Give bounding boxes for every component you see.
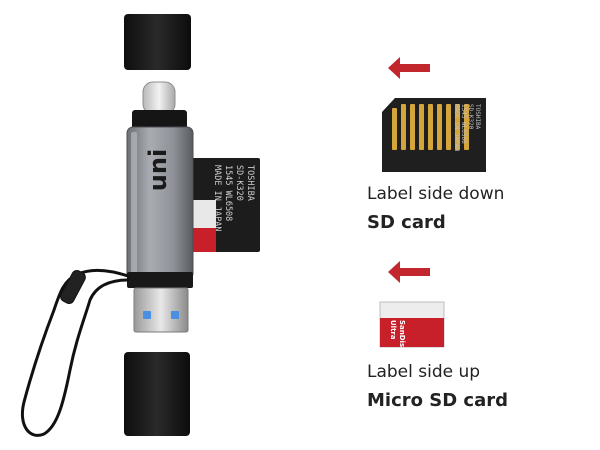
sd-label-line: SD-K320 [467,104,474,130]
usb-blue-pin [143,311,151,319]
lanyard-strap [21,268,130,437]
sd-print-line: TOSHIBA [245,165,255,201]
brand-logo: uni [144,149,172,191]
sd-print-line: MADE IN JAPAN [212,165,222,232]
sd-print-line: SD-K320 [234,165,244,201]
micro-sd-card-title: Micro SD card [367,390,509,411]
sd-label-line: MADE IN JAPAN [453,104,460,151]
insert-arrow-micro-sd [388,261,430,283]
reader-housing: uni [126,126,194,288]
micro-sd-label-line: SanDisk [398,320,406,352]
micro-sd-label-line: Ultra [389,320,397,340]
sd-card-illustration: TOSHIBA SD-K320 1545 WL6508 MADE IN JAPA… [382,98,486,172]
sd-label-line: TOSHIBA [474,104,481,130]
usb-a-connector [133,287,189,333]
insert-arrow-sd [388,57,430,79]
bottom-cap [124,352,190,436]
usb-c-connector [132,81,187,130]
sd-card-title: SD card [367,212,446,233]
micro-sd-orientation-label: Label side up [367,362,481,382]
sd-label-line: 1545 WL6508 [460,104,467,144]
svg-text:uni: uni [144,149,172,191]
sd-print-line: 1545 WL6508 [223,165,233,221]
micro-sd-card-illustration: SanDisk Ultra [379,301,445,352]
sd-orientation-label: Label side down [367,184,505,204]
top-cap [124,14,191,70]
usb-blue-pin [171,311,179,319]
